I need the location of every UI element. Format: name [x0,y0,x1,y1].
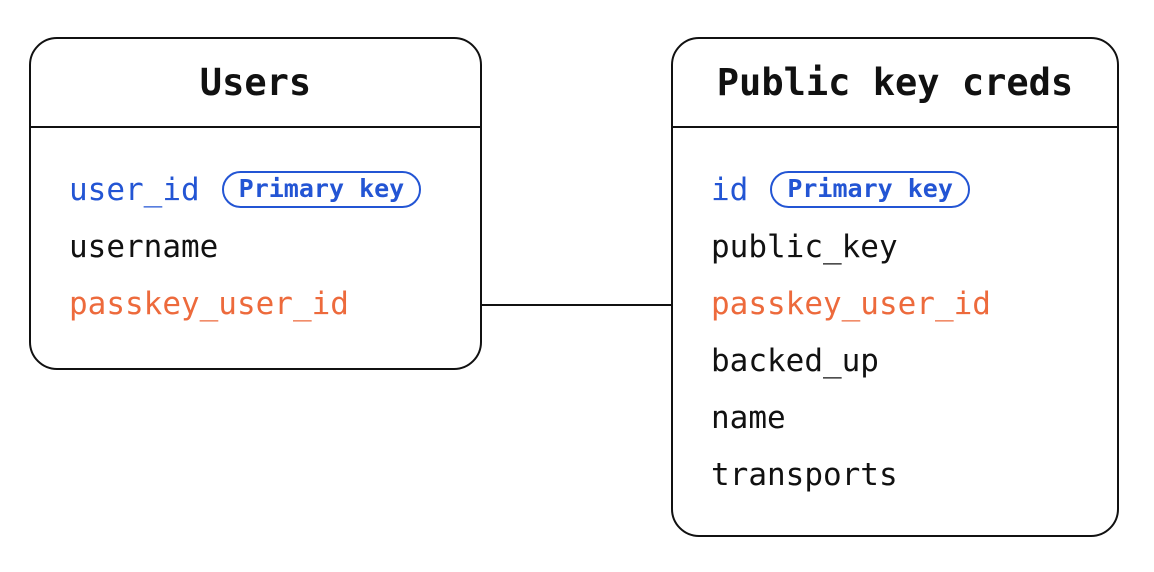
field-row: passkey_user_id [711,275,1117,332]
table-title: Public key creds [716,61,1074,104]
field-row: backed_up [711,332,1117,389]
field-row: name [711,389,1117,446]
table-public-key-creds: Public key creds id Primary key public_k… [671,37,1119,537]
field-name: passkey_user_id [69,285,349,322]
field-name: name [711,399,786,436]
relationship-connector [480,304,671,306]
table-public-key-creds-fields: id Primary key public_key passkey_user_i… [673,128,1117,503]
field-row: public_key [711,218,1117,275]
table-users-fields: user_id Primary key username passkey_use… [31,128,480,332]
field-row: user_id Primary key [69,161,480,218]
table-title: Users [199,61,312,104]
field-name: username [69,228,219,265]
table-users: Users user_id Primary key username passk… [29,37,482,370]
field-name: backed_up [711,342,879,379]
field-name: passkey_user_id [711,285,991,322]
primary-key-badge: Primary key [221,171,422,208]
field-row: passkey_user_id [69,275,480,332]
field-name: transports [711,456,898,493]
primary-key-badge: Primary key [770,171,970,208]
table-users-header: Users [31,39,480,128]
field-row: transports [711,446,1117,503]
field-name: user_id [69,171,200,208]
field-name: id [711,171,749,208]
table-public-key-creds-header: Public key creds [673,39,1117,128]
field-row: id Primary key [711,161,1117,218]
field-row: username [69,218,480,275]
field-name: public_key [711,228,898,265]
